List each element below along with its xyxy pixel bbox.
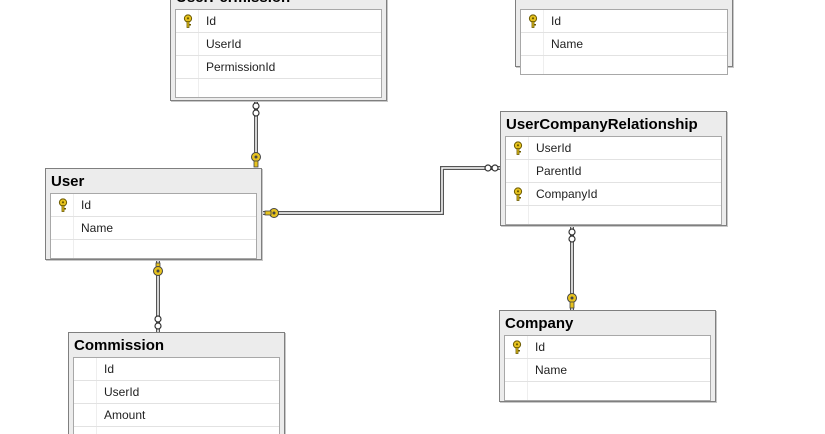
table-title: Company — [505, 315, 574, 332]
new-column-row[interactable] — [74, 427, 279, 434]
column-name: Id — [206, 14, 217, 28]
column-name: PermissionId — [206, 60, 276, 74]
table-title: UserPermission — [176, 0, 290, 6]
column-row[interactable]: Id — [51, 194, 256, 217]
column-name: Id — [535, 340, 546, 354]
relationship-user-commission[interactable] — [153, 259, 163, 332]
primary-key-icon — [512, 187, 524, 201]
table-userpermission[interactable]: UserPermissionIdUserIdPermissionId — [170, 0, 387, 101]
column-name: Name — [551, 37, 584, 51]
primary-key-icon — [512, 141, 524, 155]
column-row[interactable]: Id — [176, 10, 381, 33]
column-row[interactable]: UserId — [74, 381, 279, 404]
relationship-company-usercompanyrelationship[interactable] — [567, 226, 577, 310]
column-name: Name — [81, 221, 114, 235]
primary-key-icon — [57, 198, 69, 212]
column-row[interactable]: ParentId — [506, 160, 721, 183]
table-title: Commission — [74, 337, 165, 354]
primary-key-icon — [527, 14, 539, 28]
relationship-user-usercompanyrelationship[interactable] — [262, 164, 500, 218]
column-row[interactable]: Id — [505, 336, 710, 359]
primary-key-icon — [182, 14, 194, 28]
column-name: Id — [551, 14, 562, 28]
column-row[interactable]: Id — [74, 358, 279, 381]
column-name: UserId — [104, 385, 140, 399]
table-title: UserCompanyRelationship — [506, 116, 698, 133]
primary-key-icon — [511, 340, 523, 354]
column-row[interactable]: PermissionId — [176, 56, 381, 79]
column-row[interactable]: CompanyId — [506, 183, 721, 206]
column-name: ParentId — [536, 164, 582, 178]
column-row[interactable]: Name — [51, 217, 256, 240]
column-name: UserId — [536, 141, 572, 155]
relationship-user-userpermission[interactable] — [251, 100, 261, 168]
column-row[interactable]: Amount — [74, 404, 279, 427]
column-row[interactable]: Id — [521, 10, 727, 33]
column-row[interactable]: UserId — [506, 137, 721, 160]
column-name: Name — [535, 363, 568, 377]
new-column-row[interactable] — [506, 206, 721, 224]
column-row[interactable]: Name — [521, 33, 727, 56]
new-column-row[interactable] — [521, 56, 727, 74]
column-name: Id — [104, 362, 115, 376]
column-row[interactable]: UserId — [176, 33, 381, 56]
column-name: Id — [81, 198, 92, 212]
table-title: User — [51, 173, 85, 190]
column-row[interactable]: Name — [505, 359, 710, 382]
column-name: CompanyId — [536, 187, 598, 201]
new-column-row[interactable] — [176, 79, 381, 97]
column-name: UserId — [206, 37, 242, 51]
new-column-row[interactable] — [505, 382, 710, 400]
column-name: Amount — [104, 408, 146, 422]
new-column-row[interactable] — [51, 240, 256, 258]
